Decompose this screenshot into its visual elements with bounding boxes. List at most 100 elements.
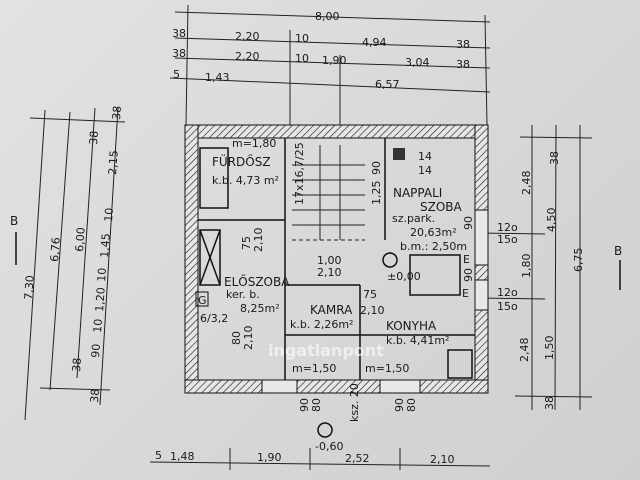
hall-area: 8,25m² xyxy=(240,302,280,315)
window-size: 90 xyxy=(393,398,406,412)
dim-right: 38 xyxy=(543,396,556,410)
top-dimension-lines xyxy=(169,4,491,126)
right-dimension-lines xyxy=(479,124,593,411)
window-right: 90 xyxy=(462,268,475,282)
dim-right: 15o xyxy=(497,300,518,313)
dim-left: 38 xyxy=(87,130,101,145)
chimney-icon xyxy=(393,148,405,160)
dim-left: 38 xyxy=(70,357,84,372)
dim-left: 10 xyxy=(95,267,109,282)
window-right-e: E xyxy=(463,253,470,266)
door-small: 2,10 xyxy=(242,326,255,351)
dim-left: 1,20 xyxy=(93,287,108,312)
dim-left: 38 xyxy=(88,388,102,403)
dim-top: 38 xyxy=(456,38,470,51)
dim-bottom: 1,48 xyxy=(170,450,195,463)
dim-top: 38 xyxy=(172,27,186,40)
step-height: ksz. 20 xyxy=(348,383,361,422)
bathroom-name: FÜRDŐSZ xyxy=(212,153,271,169)
living-floor: sz.park. xyxy=(392,212,435,225)
dim-left: 1,45 xyxy=(98,233,113,258)
chimney-size: 14 xyxy=(418,150,432,163)
window-right-e: E xyxy=(462,287,469,300)
window-sill: m=1,50 xyxy=(292,362,336,375)
pantry-name: KAMRA xyxy=(310,303,353,317)
dim-right: 1,80 xyxy=(520,254,533,279)
right-dims: 38 2,48 4,50 12o 15o 1,80 12o 15o 2,48 1… xyxy=(497,151,585,410)
stairs-label: 17x16,7/25 xyxy=(293,142,306,205)
dim-top: 38 xyxy=(456,58,470,71)
dim-top: 6,57 xyxy=(375,78,400,91)
living-ceiling: b.m.: 2,50m xyxy=(400,240,467,253)
dim-top: 10 xyxy=(295,52,309,65)
dim-right: 38 xyxy=(548,151,561,165)
dim-right: 2,48 xyxy=(518,338,531,363)
dim-left: 2,15 xyxy=(106,150,121,175)
meter-label: 6/3,2 xyxy=(200,312,228,325)
dim-top: 5 xyxy=(173,68,180,81)
door-bath: 2,10 xyxy=(252,228,265,253)
left-dims: 7,30 6,76 6,00 38 38 2,15 10 1,45 10 1,2… xyxy=(22,105,124,403)
window-size: 80 xyxy=(310,398,323,412)
dim-left: 90 xyxy=(89,343,103,358)
dim-top: 4,94 xyxy=(362,36,387,49)
dim-left: 7,30 xyxy=(22,275,37,300)
dim-top: 10 xyxy=(295,32,309,45)
window-right: 90 xyxy=(462,216,475,230)
dim-top: 1,90 xyxy=(322,54,347,67)
dim-left: 6,76 xyxy=(48,237,63,262)
dim-top: 3,04 xyxy=(405,56,430,69)
dim-top: 38 xyxy=(172,47,186,60)
dim-left: 6,00 xyxy=(73,227,88,252)
dim-right: 12o xyxy=(497,286,518,299)
kitchen-area: k.b. 4,41m² xyxy=(386,334,449,347)
outer-walls xyxy=(184,124,489,394)
watermark: ingatlanpont xyxy=(268,341,384,360)
dim-top: 2,20 xyxy=(235,50,260,63)
level-outside: -0,60 xyxy=(315,440,343,453)
dim-left: 10 xyxy=(102,207,116,222)
door-pantry-height: 2,10 xyxy=(360,304,385,317)
dim-right: 1,50 xyxy=(543,336,556,361)
chimney-size: 14 xyxy=(418,164,432,177)
dim-right: 4,50 xyxy=(545,208,558,233)
dim-bottom: 2,52 xyxy=(345,452,370,465)
hall-name: ELŐSZOBA xyxy=(224,274,290,289)
level-zero: ±0,00 xyxy=(387,270,421,283)
interior-walls xyxy=(198,138,475,438)
pantry-area: k.b. 2,26m² xyxy=(290,318,353,331)
living-area: 20,63m² xyxy=(410,226,457,239)
dim-top: 1,43 xyxy=(205,71,230,84)
section-mark-right: B xyxy=(614,244,622,258)
dim-right: 6,75 xyxy=(572,248,585,273)
door-hall-width: 75 xyxy=(363,288,377,301)
dim-bottom: 5 xyxy=(155,449,162,462)
kitchen-name: KONYHA xyxy=(386,319,437,333)
living-name: NAPPALI xyxy=(393,186,442,200)
door-bath: 75 xyxy=(240,236,253,250)
bathroom-area: k.b. 4,73 m² xyxy=(212,174,279,187)
dim-right: 15o xyxy=(497,233,518,246)
dim-bottom: 2,10 xyxy=(430,453,455,466)
window-size: 90 xyxy=(298,398,311,412)
hall-floor: ker. b. xyxy=(226,288,260,301)
stair-dim: 1,25 xyxy=(370,181,383,206)
window-size: 80 xyxy=(405,398,418,412)
dim-top-total: 8,00 xyxy=(315,10,340,23)
staircase xyxy=(292,145,365,241)
door-small: 80 xyxy=(230,331,243,345)
left-dimension-lines xyxy=(24,107,126,421)
dim-top: 2,20 xyxy=(235,30,260,43)
door-main-height: 2,10 xyxy=(317,266,342,279)
section-mark-left: B xyxy=(10,214,18,228)
bathroom-height: m=1,80 xyxy=(232,137,276,150)
bottom-dimension-lines xyxy=(149,448,491,470)
stair-dim: 90 xyxy=(370,161,383,175)
dim-right: 2,48 xyxy=(520,171,533,196)
door-main-width: 1,00 xyxy=(317,254,342,267)
dim-left: 38 xyxy=(110,105,124,120)
gas-meter: G xyxy=(198,294,207,307)
window-sill: m=1,50 xyxy=(365,362,409,375)
